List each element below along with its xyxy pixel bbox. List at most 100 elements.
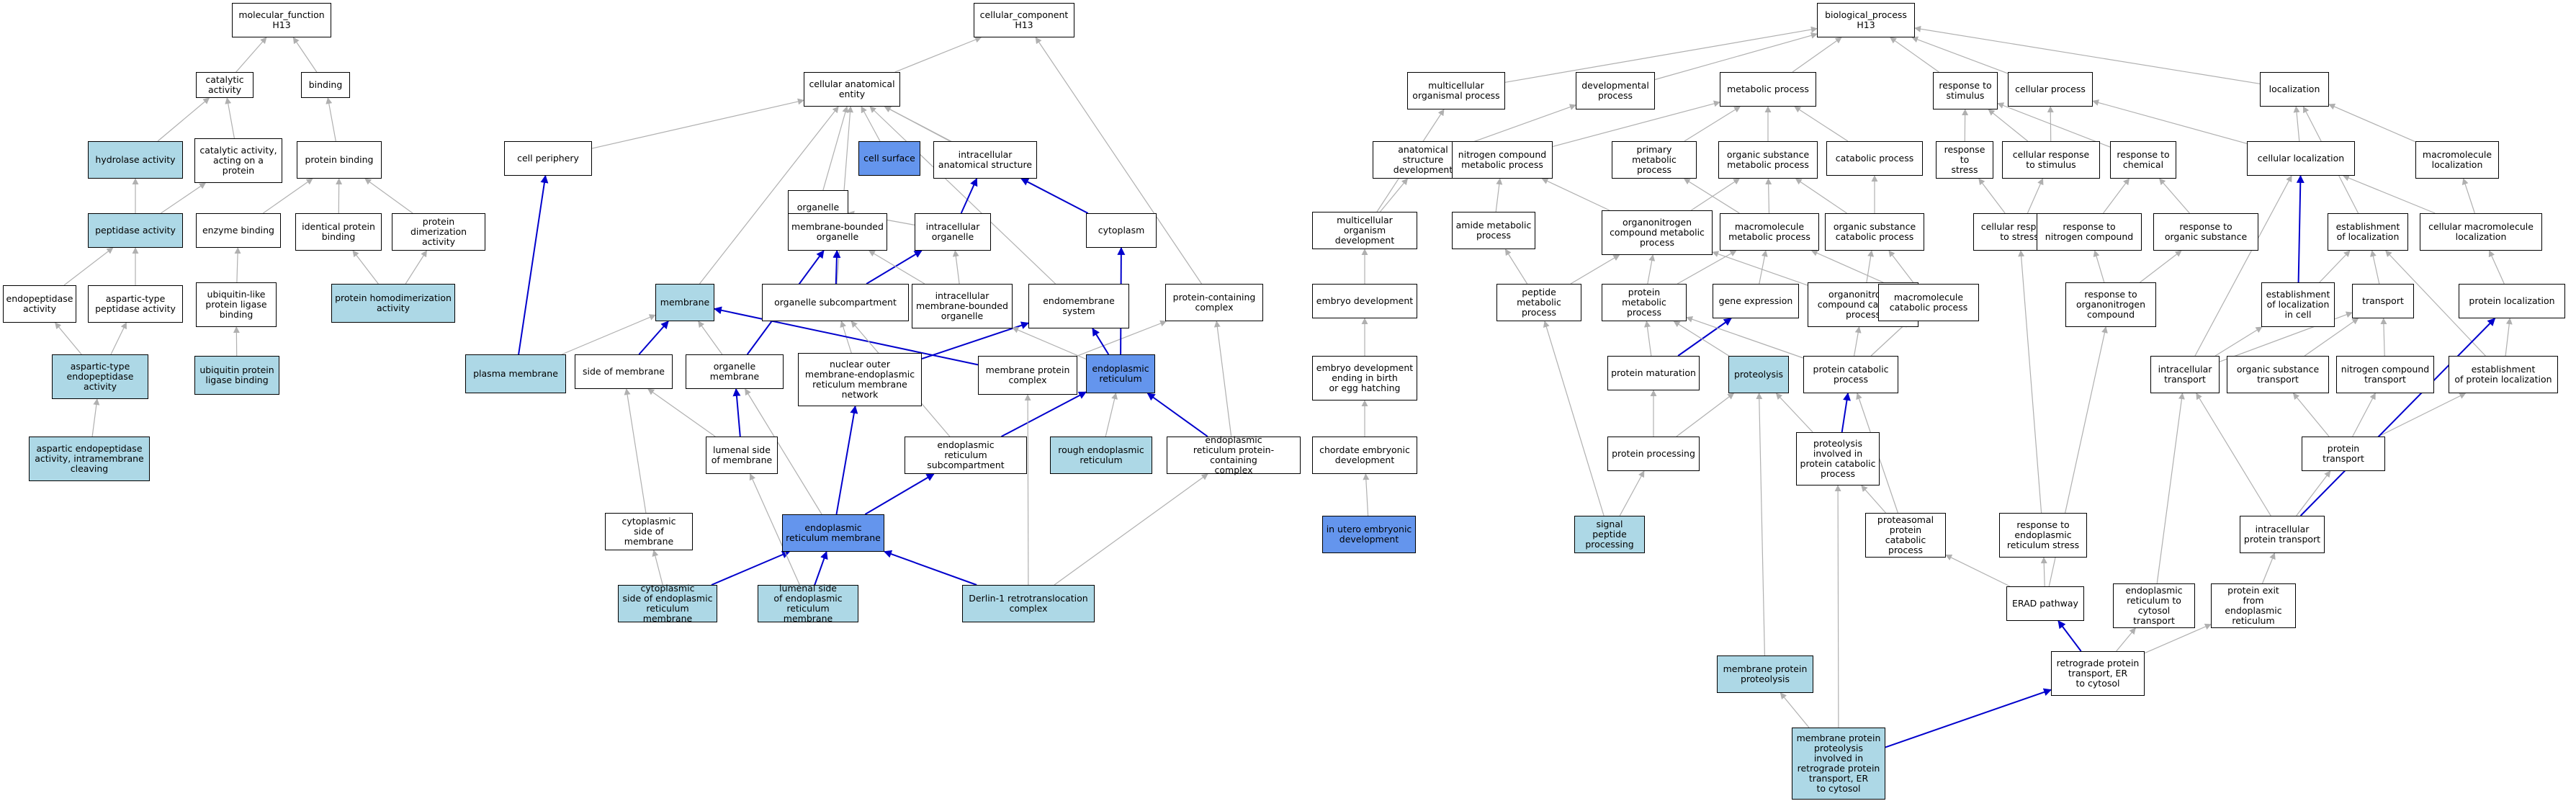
node-orgN-met[interactable]: organonitrogen compound metabolic proces…: [1602, 210, 1713, 255]
node-homodimer[interactable]: protein homodimerization activity: [331, 284, 455, 323]
node-cell-loc[interactable]: cellular localization: [2247, 141, 2355, 176]
node-org-mem[interactable]: organelle membrane: [686, 354, 784, 389]
node-derlin[interactable]: Derlin-1 retrotranslocation complex: [962, 585, 1095, 622]
node-protein-loc[interactable]: protein localization: [2459, 284, 2565, 318]
node-gene-exp[interactable]: gene expression: [1713, 284, 1799, 318]
node-amide-met[interactable]: amide metabolic process: [1452, 212, 1535, 249]
node-membrane[interactable]: membrane: [655, 284, 714, 321]
node-er[interactable]: endoplasmic reticulum: [1086, 354, 1155, 393]
node-endopeptidase[interactable]: endopeptidase activity: [3, 285, 76, 323]
node-cc[interactable]: cellular_component H13: [974, 3, 1074, 37]
node-macro-loc[interactable]: macromolecule localization: [2415, 141, 2499, 179]
node-mod[interactable]: multicellular organism development: [1312, 212, 1417, 249]
node-cell-surface[interactable]: cell surface: [858, 141, 920, 176]
node-org-trans[interactable]: organic substance transport: [2227, 356, 2329, 393]
node-primary-met[interactable]: primary metabolic process: [1612, 141, 1697, 179]
node-organic-met[interactable]: organic substance metabolic process: [1718, 141, 1818, 179]
node-localization[interactable]: localization: [2260, 72, 2329, 107]
node-enzyme-binding[interactable]: enzyme binding: [196, 213, 281, 248]
node-aspartic-pep[interactable]: aspartic-type peptidase activity: [88, 285, 183, 323]
node-periphery[interactable]: cell periphery: [504, 141, 592, 176]
node-ico[interactable]: intracellular organelle: [915, 213, 991, 251]
node-nitrogen-met[interactable]: nitrogen compound metabolic process: [1452, 141, 1553, 179]
node-retrograde[interactable]: retrograde protein transport, ER to cyto…: [2051, 651, 2145, 696]
node-intracell-trans[interactable]: intracellular transport: [2150, 356, 2220, 393]
node-mbo[interactable]: membrane-bounded organelle: [788, 213, 887, 251]
node-resp-orgN[interactable]: response to organonitrogen compound: [2065, 282, 2156, 327]
node-embryo-dev[interactable]: embryo development: [1312, 284, 1417, 318]
node-in-utero[interactable]: in utero embryonic development: [1322, 516, 1416, 553]
node-aspartic-endo[interactable]: aspartic-type endopeptidase activity: [52, 354, 148, 399]
node-dimerization[interactable]: protein dimerization activity: [392, 213, 485, 251]
node-N-trans[interactable]: nitrogen compound transport: [2336, 356, 2434, 393]
node-cytoplasm[interactable]: cytoplasm: [1086, 213, 1157, 248]
node-ias[interactable]: intracellular anatomical structure: [933, 141, 1037, 179]
node-cyto-side-er[interactable]: cytoplasmic side of endoplasmic reticulu…: [618, 583, 717, 624]
node-erad[interactable]: ERAD pathway: [2006, 586, 2084, 621]
node-cae[interactable]: cellular anatomical entity: [804, 72, 900, 107]
node-er-pcc[interactable]: endoplasmic reticulum protein-containing…: [1167, 435, 1301, 475]
node-resp-N[interactable]: response to nitrogen compound: [2037, 213, 2142, 251]
node-mf[interactable]: molecular_function H13: [232, 3, 331, 37]
node-ub-binding[interactable]: ubiquitin protein ligase binding: [194, 356, 279, 395]
node-mem-proteolysis[interactable]: membrane protein proteolysis: [1717, 655, 1813, 693]
node-protein-binding[interactable]: protein binding: [297, 141, 382, 179]
node-protein-mat[interactable]: protein maturation: [1607, 356, 1700, 390]
node-mem-prot-retro[interactable]: membrane protein proteolysis involved in…: [1792, 728, 1885, 800]
node-pcc[interactable]: protein-containing complex: [1165, 284, 1263, 321]
node-org-cat[interactable]: organic substance catabolic process: [1825, 213, 1924, 251]
node-ubl-binding[interactable]: ubiquitin-like protein ligase binding: [196, 282, 277, 327]
node-er-mem[interactable]: endoplasmic reticulum membrane: [782, 514, 884, 552]
node-developmental[interactable]: developmental process: [1576, 72, 1655, 109]
node-chordate[interactable]: chordate embryonic development: [1312, 437, 1417, 474]
node-intracell-prot-trans[interactable]: intracellular protein transport: [2240, 516, 2325, 553]
node-rough-er[interactable]: rough endoplasmic reticulum: [1050, 437, 1152, 474]
node-est-loc[interactable]: establishment of localization: [2328, 213, 2408, 251]
node-macro-cat[interactable]: macromolecule catabolic process: [1878, 284, 1979, 321]
node-org-sub[interactable]: organelle subcompartment: [762, 284, 909, 321]
node-cat-protein[interactable]: catalytic activity, acting on a protein: [194, 138, 282, 183]
node-resp-stress[interactable]: response to stress: [1936, 141, 1993, 179]
node-cell-resp-stim[interactable]: cellular response to stimulus: [2002, 141, 2100, 179]
node-protein-proc[interactable]: protein processing: [1607, 437, 1700, 471]
node-peptide-met[interactable]: peptide metabolic process: [1496, 284, 1581, 321]
node-er-cyto-trans[interactable]: endoplasmic reticulum to cytosol transpo…: [2113, 583, 2195, 628]
node-lumenal-side[interactable]: lumenal side of membrane: [706, 437, 778, 474]
node-intramembrane[interactable]: aspartic endopeptidase activity, intrame…: [29, 437, 150, 481]
node-endomembrane[interactable]: endomembrane system: [1028, 284, 1129, 328]
node-proteolysis[interactable]: proteolysis: [1728, 356, 1789, 393]
node-multicell[interactable]: multicellular organismal process: [1407, 72, 1505, 109]
node-embryo-birth[interactable]: embryo development ending in birth or eg…: [1312, 356, 1417, 400]
node-proteasomal[interactable]: proteasomal protein catabolic process: [1865, 513, 1946, 558]
node-bp[interactable]: biological_process H13: [1817, 3, 1915, 37]
node-lumenal-er[interactable]: lumenal side of endoplasmic reticulum me…: [758, 583, 858, 624]
node-est-prot-loc[interactable]: establishment of protein localization: [2449, 356, 2558, 393]
node-hydrolase[interactable]: hydrolase activity: [88, 141, 183, 179]
node-resp-org[interactable]: response to organic substance: [2153, 213, 2258, 251]
node-peptidase[interactable]: peptidase activity: [88, 213, 183, 248]
node-cyto-side[interactable]: cytoplasmic side of membrane: [605, 513, 693, 550]
node-identical[interactable]: identical protein binding: [295, 213, 382, 251]
node-mpc[interactable]: membrane protein complex: [978, 356, 1077, 395]
node-resp-er-stress[interactable]: response to endoplasmic reticulum stress: [1999, 513, 2087, 558]
node-macromol-met[interactable]: macromolecule metabolic process: [1720, 213, 1819, 251]
node-cell-macro-loc[interactable]: cellular macromolecule localization: [2420, 213, 2542, 251]
node-protein-cat[interactable]: protein catabolic process: [1803, 356, 1898, 393]
node-metabolic[interactable]: metabolic process: [1720, 72, 1816, 107]
node-signal-pep[interactable]: signal peptide processing: [1574, 516, 1645, 553]
node-resp-stim[interactable]: response to stimulus: [1933, 72, 1998, 109]
node-resp-chem[interactable]: response to chemical: [2110, 141, 2176, 179]
node-imbo[interactable]: intracellular membrane-bounded organelle: [912, 284, 1013, 328]
node-er-sub[interactable]: endoplasmic reticulum subcompartment: [905, 437, 1027, 474]
node-catabolic[interactable]: catabolic process: [1826, 141, 1923, 176]
node-est-loc-cell[interactable]: establishment of localization in cell: [2261, 282, 2335, 327]
node-prot-in-cat[interactable]: proteolysis involved in protein cataboli…: [1796, 432, 1880, 485]
node-catalytic[interactable]: catalytic activity: [196, 72, 253, 98]
node-transport[interactable]: transport: [2352, 284, 2414, 318]
node-protein-trans[interactable]: protein transport: [2302, 437, 2385, 471]
node-plasma[interactable]: plasma membrane: [465, 354, 566, 393]
node-binding[interactable]: binding: [301, 72, 350, 98]
node-side-mem[interactable]: side of membrane: [575, 354, 673, 389]
node-cell-process[interactable]: cellular process: [2008, 72, 2093, 107]
node-nuclear[interactable]: nuclear outer membrane-endoplasmic retic…: [798, 353, 922, 406]
